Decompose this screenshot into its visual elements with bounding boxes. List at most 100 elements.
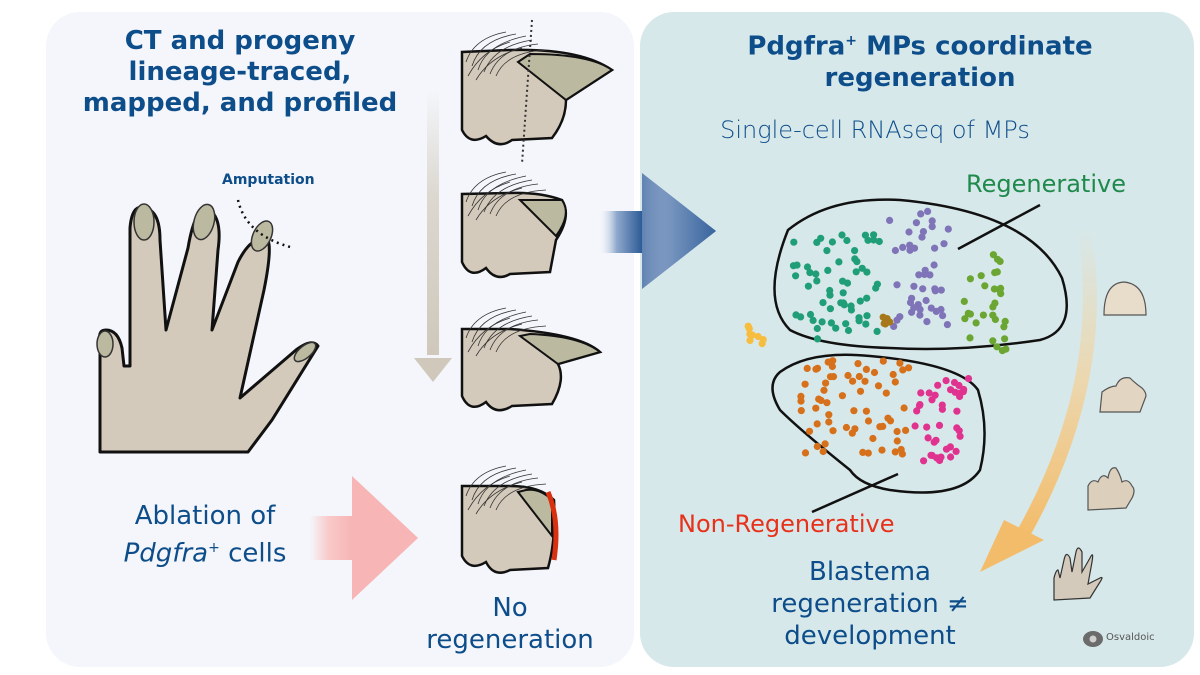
orange-cluster-dot xyxy=(849,377,857,385)
limb-bud-stage-1 xyxy=(1103,281,1147,316)
teal-cluster-dot xyxy=(844,326,853,335)
lime-cluster-dot xyxy=(997,290,1005,298)
magenta-cluster-dot xyxy=(952,447,960,455)
no-regeneration-text: No regeneration xyxy=(420,592,600,656)
purple-cluster-dot xyxy=(919,228,928,236)
magenta-cluster-dot xyxy=(934,381,942,389)
purple-cluster-dot xyxy=(928,223,936,231)
orange-cluster-dot xyxy=(825,411,833,419)
lime-cluster-dot xyxy=(993,343,1001,351)
orange-cluster-dot xyxy=(893,437,901,445)
left-title-line-1: CT and progeny xyxy=(124,26,356,56)
no-regeneration-line-2: regeneration xyxy=(426,625,594,655)
teal-cluster-dot xyxy=(863,294,871,302)
lime-cluster-dot xyxy=(1000,323,1008,331)
purple-cluster-dot xyxy=(891,246,900,255)
magenta-cluster-dot xyxy=(938,405,947,413)
orange-cluster-dot xyxy=(801,449,810,457)
gene-superscript: + xyxy=(208,540,220,556)
lime-cluster-dot xyxy=(966,310,975,318)
right-title-superscript: + xyxy=(845,33,858,49)
purple-cluster-dot xyxy=(899,243,907,251)
teal-cluster-dot xyxy=(851,255,859,263)
teal-cluster-dot xyxy=(823,247,831,255)
purple-cluster-dot xyxy=(910,244,919,252)
orange-cluster-dot xyxy=(838,392,847,400)
lime-cluster-dot xyxy=(989,251,998,259)
orange-cluster-dot xyxy=(882,389,890,397)
teal-cluster-dot xyxy=(803,263,812,271)
osvaldoic-logo-icon xyxy=(1083,631,1103,647)
orange-cluster-dot xyxy=(823,399,831,407)
limb-stage-4-hand xyxy=(1053,547,1103,601)
purple-cluster-dot xyxy=(916,311,924,319)
amputation-line xyxy=(236,199,295,250)
orange-cluster-dot xyxy=(822,379,830,387)
transition-arrow xyxy=(600,173,716,289)
orange-cluster-dot xyxy=(896,359,904,367)
orange-cluster-dot xyxy=(848,429,856,437)
teal-cluster-dot xyxy=(838,231,846,239)
magenta-cluster-dot xyxy=(920,457,928,465)
left-title-line-2: lineage-traced, xyxy=(128,57,352,87)
teal-cluster-dot xyxy=(812,270,820,278)
lime-cluster-dot xyxy=(1001,335,1009,343)
purple-cluster-dot xyxy=(943,321,952,329)
gene-name: Pdgfra xyxy=(123,538,209,569)
ablation-line-2: Pdgfra+ cells xyxy=(90,532,320,570)
teal-cluster-dot xyxy=(835,258,843,266)
orange-cluster-dot xyxy=(898,450,907,458)
purple-cluster-dot xyxy=(908,308,916,316)
teal-cluster-dot xyxy=(839,289,847,297)
teal-cluster-dot xyxy=(837,299,845,307)
magenta-cluster-dot xyxy=(964,375,973,383)
magenta-cluster-dot xyxy=(953,407,961,415)
magenta-cluster-dot xyxy=(946,443,955,451)
orange-cluster-dot xyxy=(869,434,877,443)
teal-cluster-dot xyxy=(863,312,871,320)
conclusion-line-3: development xyxy=(784,621,956,651)
orange-cluster-dot xyxy=(878,446,886,454)
magenta-cluster-dot xyxy=(913,407,921,415)
yellow-cluster-dot xyxy=(746,336,754,344)
orange-cluster-dot xyxy=(893,427,901,436)
teal-cluster-dot xyxy=(818,318,826,326)
left-title-line-3: mapped, and profiled xyxy=(82,88,398,118)
purple-cluster-dot xyxy=(923,318,931,326)
lime-cluster-dot xyxy=(990,285,999,293)
teal-cluster-dot xyxy=(826,286,834,295)
orange-cluster-dot xyxy=(819,447,827,456)
brown-cluster-dot xyxy=(881,320,890,328)
purple-cluster-dot xyxy=(927,304,935,312)
non-regenerative-pointer-line xyxy=(811,472,899,514)
orange-cluster-dot xyxy=(855,372,863,381)
right-panel xyxy=(640,12,1194,667)
magenta-cluster-dot xyxy=(947,453,955,461)
purple-cluster-dot xyxy=(920,270,929,278)
conclusion-text: Blastema regeneration ≠ development xyxy=(760,556,980,652)
teal-cluster-dot xyxy=(809,316,817,324)
magenta-cluster-dot xyxy=(935,421,944,429)
magenta-cluster-dot xyxy=(917,389,925,397)
non-regenerative-label: Non-Regenerative xyxy=(678,510,895,538)
orange-cluster-dot xyxy=(859,448,867,456)
lime-cluster-dot xyxy=(960,297,968,305)
purple-cluster-dot xyxy=(931,244,939,252)
limb-bud-stage-2 xyxy=(1099,377,1147,413)
purple-cluster-dot xyxy=(931,287,939,295)
orange-cluster-dot xyxy=(874,382,883,390)
orange-cluster-dot xyxy=(812,404,820,412)
magenta-cluster-dot xyxy=(955,389,964,397)
purple-cluster-dot xyxy=(937,286,945,294)
progression-arrow xyxy=(414,90,452,382)
purple-cluster-dot xyxy=(893,281,901,289)
magenta-cluster-dot xyxy=(932,436,940,444)
orange-cluster-dot xyxy=(824,358,832,366)
orange-cluster-dot xyxy=(829,427,837,435)
purple-cluster-dot xyxy=(905,228,913,236)
lime-cluster-dot xyxy=(991,315,1000,324)
orange-cluster-dot xyxy=(891,378,899,386)
orange-cluster-dot xyxy=(891,448,899,456)
purple-cluster-dot xyxy=(924,207,932,215)
